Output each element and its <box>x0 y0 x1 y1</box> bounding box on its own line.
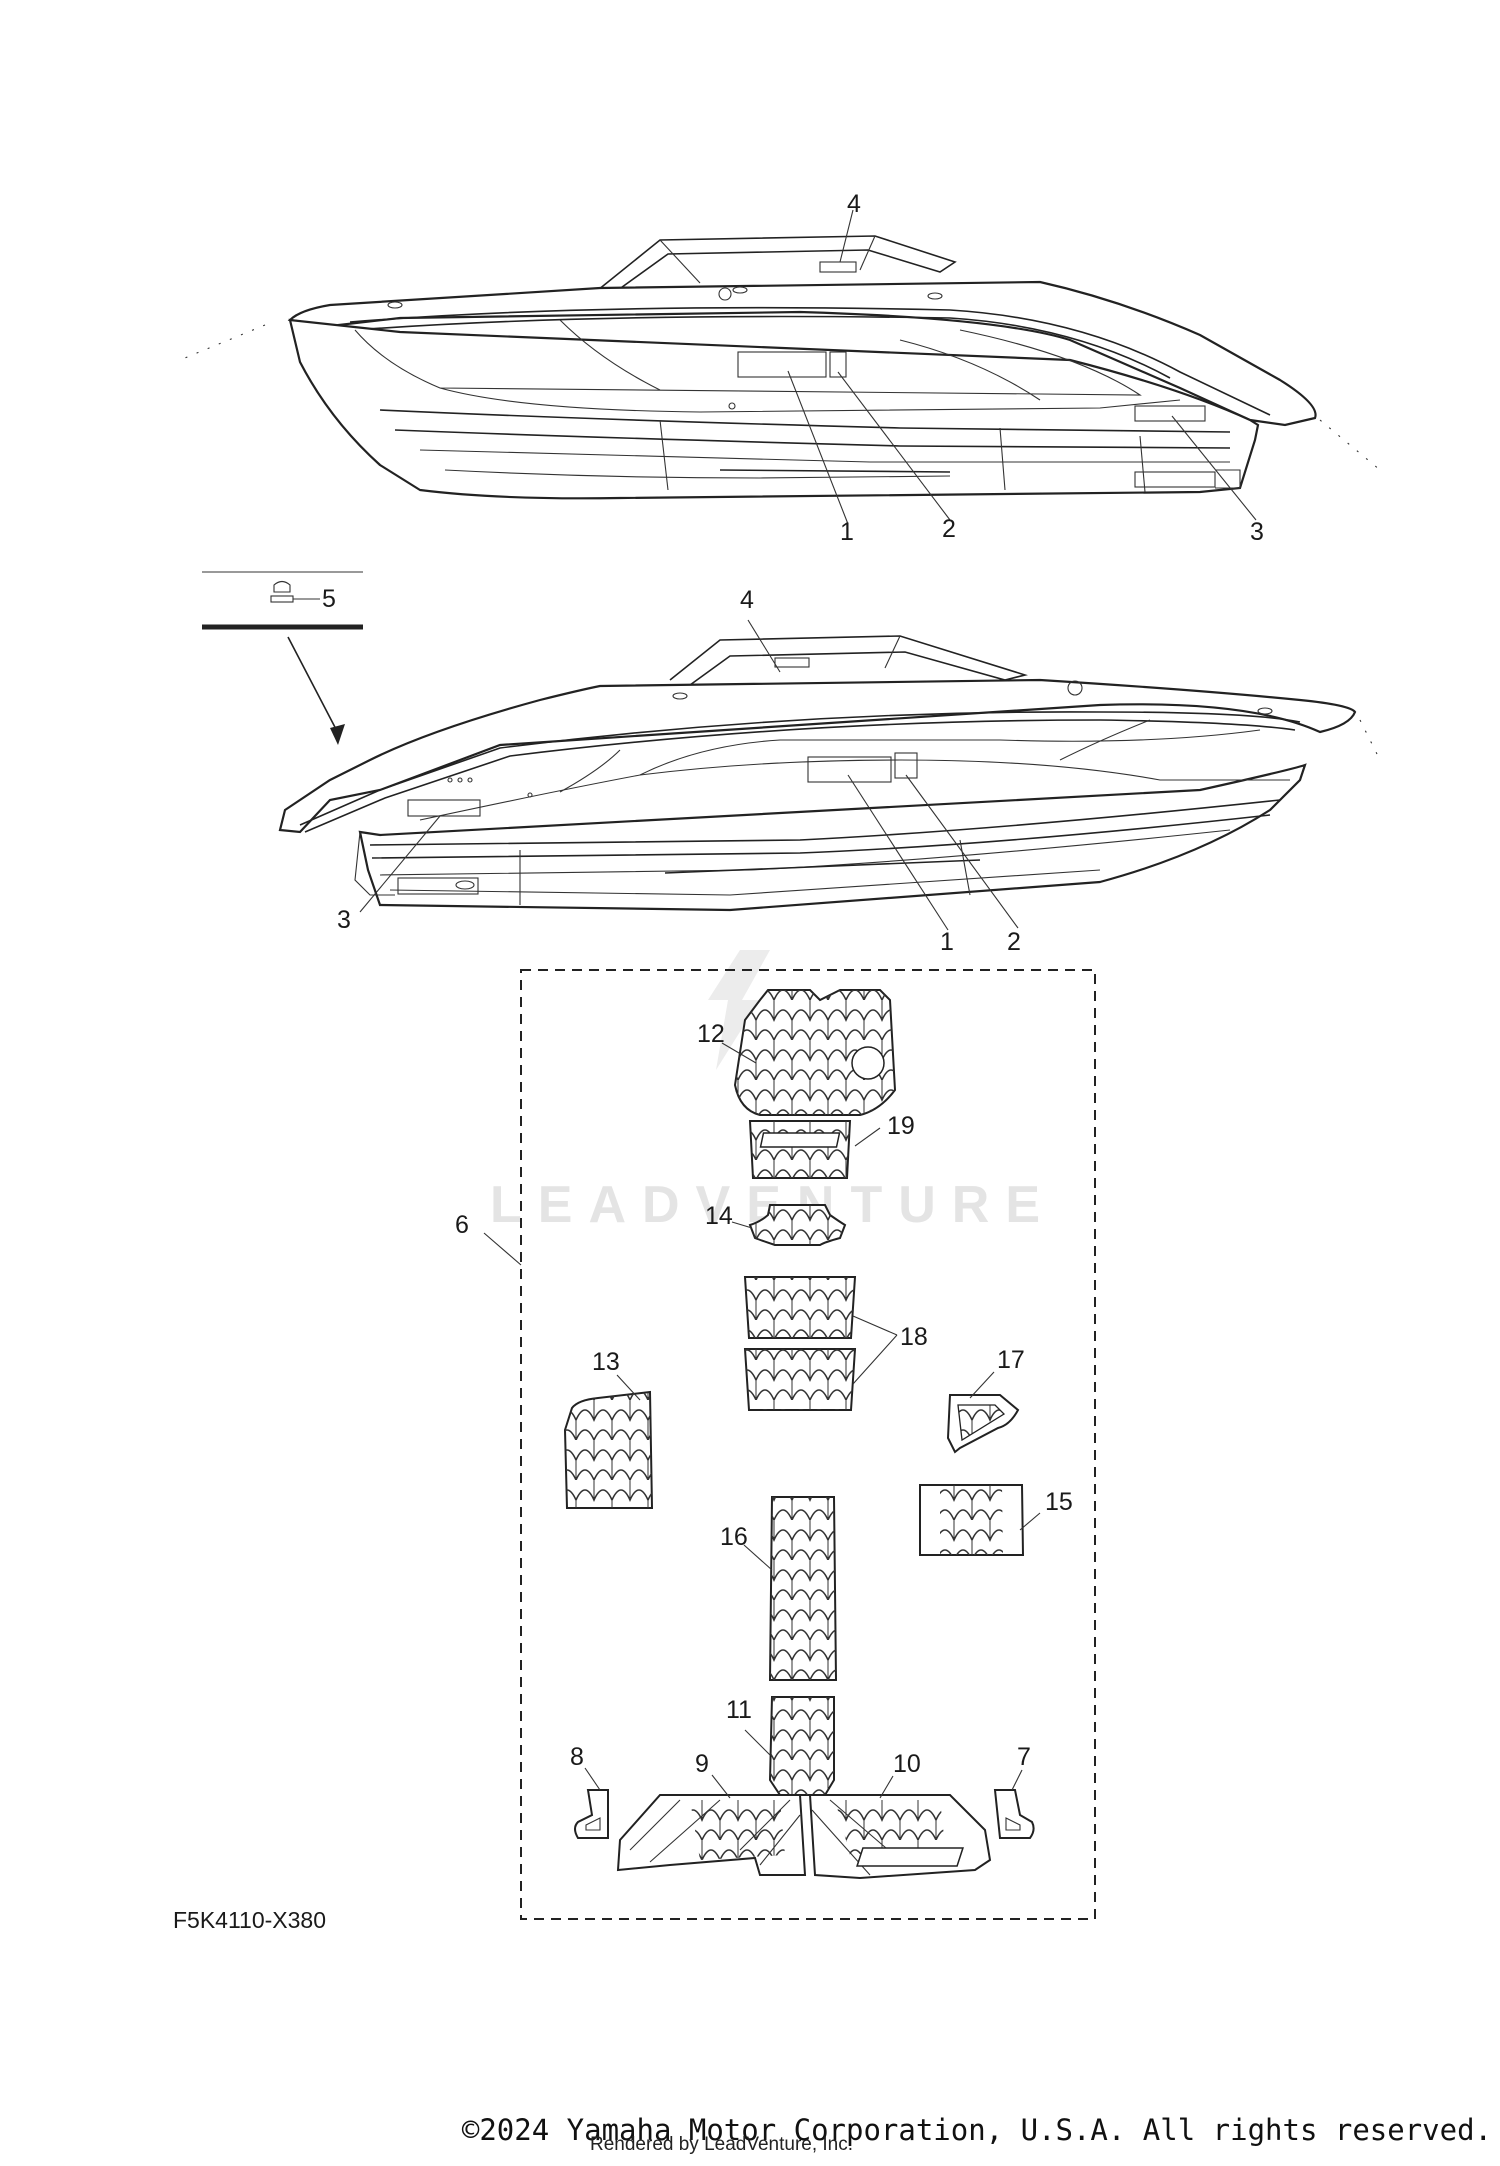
callout-2-bottom: 2 <box>1007 928 1021 956</box>
decal-2-bottom <box>894 752 918 779</box>
callout-9: 9 <box>695 1750 709 1778</box>
rendered-by-credit: Rendered by LeadVenture, Inc. <box>590 2134 854 2155</box>
callout-2-top: 2 <box>942 515 956 543</box>
callout-16: 16 <box>720 1523 748 1551</box>
mat-8 <box>574 1789 609 1839</box>
drain-plug-icon <box>273 580 291 593</box>
callout-13: 13 <box>592 1348 620 1376</box>
mat-kit-group: 6 12 19 14 18 <box>455 969 1096 1920</box>
callout-15: 15 <box>1045 1488 1073 1516</box>
boat-side-view-port: 1 2 3 4 <box>278 586 1381 956</box>
decal-1-bottom <box>807 756 892 783</box>
callout-11: 11 <box>726 1696 752 1724</box>
watermark-flame-icon <box>708 950 770 1070</box>
decal-3-top <box>1134 405 1206 422</box>
diagram-code: F5K4110-X380 <box>173 1907 326 1933</box>
callout-3-top: 3 <box>1250 518 1264 546</box>
callout-4-bottom: 4 <box>740 586 754 614</box>
callout-4-top: 4 <box>847 190 861 218</box>
mat-kit-boundary <box>520 969 1096 1920</box>
callout-14: 14 <box>705 1202 733 1230</box>
callout-6: 6 <box>455 1211 469 1239</box>
decal-1-top <box>737 351 827 378</box>
callout-17: 17 <box>997 1346 1025 1374</box>
arrow-head-icon <box>330 724 345 745</box>
decal-3-bottom <box>407 799 481 817</box>
callout-3-bottom: 3 <box>337 906 351 934</box>
inset-detail-5: 5 <box>202 571 363 745</box>
callout-19: 19 <box>887 1112 915 1140</box>
boat-side-view-starboard: 1 2 3 4 <box>179 190 1381 546</box>
callout-7: 7 <box>1017 1743 1031 1771</box>
mat-7 <box>993 1789 1035 1839</box>
decal-2-top <box>829 351 847 378</box>
leadventure-watermark: LEADVENTURE <box>490 950 1040 1234</box>
callout-18: 18 <box>900 1323 928 1351</box>
copyright-notice: ©2024 Yamaha Motor Corporation, U.S.A. A… <box>461 2113 1492 2147</box>
callout-12: 12 <box>697 1020 725 1048</box>
callout-1-top: 1 <box>840 518 854 546</box>
callout-5: 5 <box>322 585 336 613</box>
callout-1-bottom: 1 <box>940 928 954 956</box>
callout-10: 10 <box>893 1750 921 1778</box>
callout-8: 8 <box>570 1743 584 1771</box>
